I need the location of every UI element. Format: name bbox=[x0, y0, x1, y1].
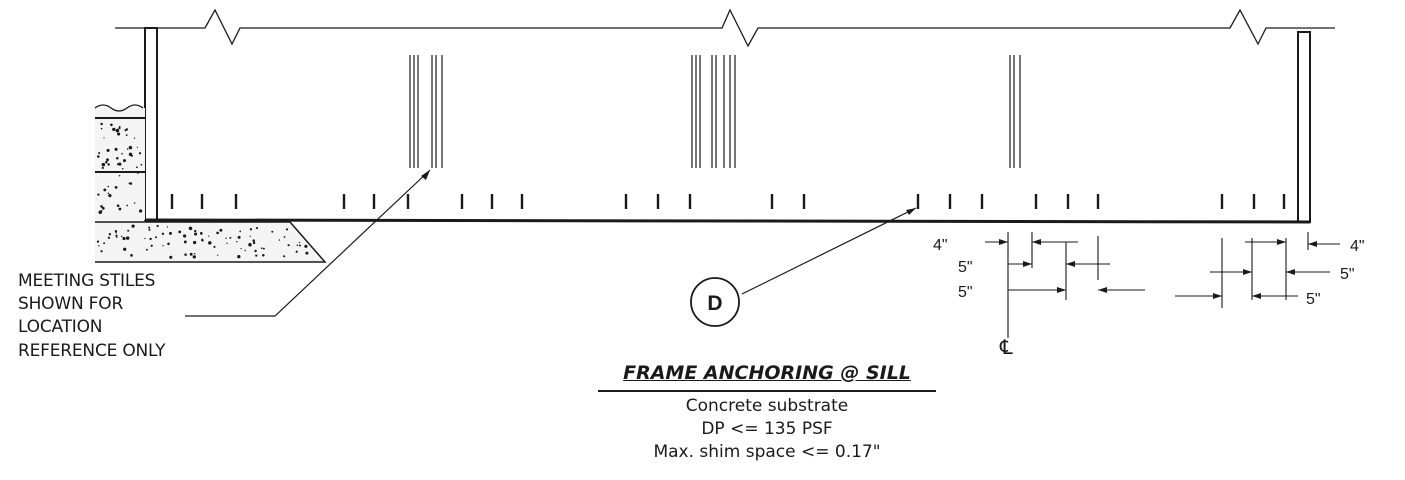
title-rule bbox=[598, 390, 936, 392]
concrete-substrate bbox=[94, 104, 327, 263]
meeting-stiles-note-line-1: MEETING STILES bbox=[18, 271, 156, 291]
meeting-stiles-note-line-3: LOCATION bbox=[18, 317, 103, 337]
meeting-stile-2 bbox=[691, 55, 736, 168]
right-jamb bbox=[1297, 31, 1311, 223]
dim-left-5in-b: 5" bbox=[958, 284, 973, 301]
dimension-group-left bbox=[985, 232, 1145, 338]
dim-left-4in: 4" bbox=[933, 237, 948, 254]
meeting-stile-1 bbox=[409, 55, 443, 168]
left-jamb bbox=[144, 27, 158, 221]
centerline-symbol: ℄ bbox=[999, 335, 1013, 359]
meeting-stile-3 bbox=[1009, 55, 1021, 168]
meeting-stiles-note-line-2: SHOWN FOR bbox=[18, 294, 124, 314]
anchor-marks bbox=[170, 194, 1286, 209]
dim-left-5in-a: 5" bbox=[958, 259, 973, 276]
detail-subtitle-line-2: DP <= 135 PSF bbox=[701, 419, 833, 439]
dim-right-4in: 4" bbox=[1350, 238, 1365, 255]
meeting-stiles-note-line-4: REFERENCE ONLY bbox=[18, 341, 166, 361]
dim-right-5in-a: 5" bbox=[1340, 266, 1355, 283]
callout-leader bbox=[741, 207, 917, 295]
meeting-stiles-leader bbox=[185, 169, 431, 317]
detail-callout-label: D bbox=[707, 292, 722, 315]
sill-line bbox=[144, 218, 1311, 224]
top-break-line bbox=[115, 8, 1335, 48]
dim-right-5in-b: 5" bbox=[1306, 291, 1321, 308]
dimension-arrows-left bbox=[999, 239, 1107, 293]
detail-subtitle-line-3: Max. shim space <= 0.17" bbox=[653, 442, 881, 462]
dimension-arrows-right bbox=[1213, 239, 1317, 299]
detail-subtitle-line-1: Concrete substrate bbox=[685, 396, 849, 416]
detail-callout-bubble bbox=[690, 277, 740, 327]
detail-title: FRAME ANCHORING @ SILL bbox=[623, 362, 911, 384]
